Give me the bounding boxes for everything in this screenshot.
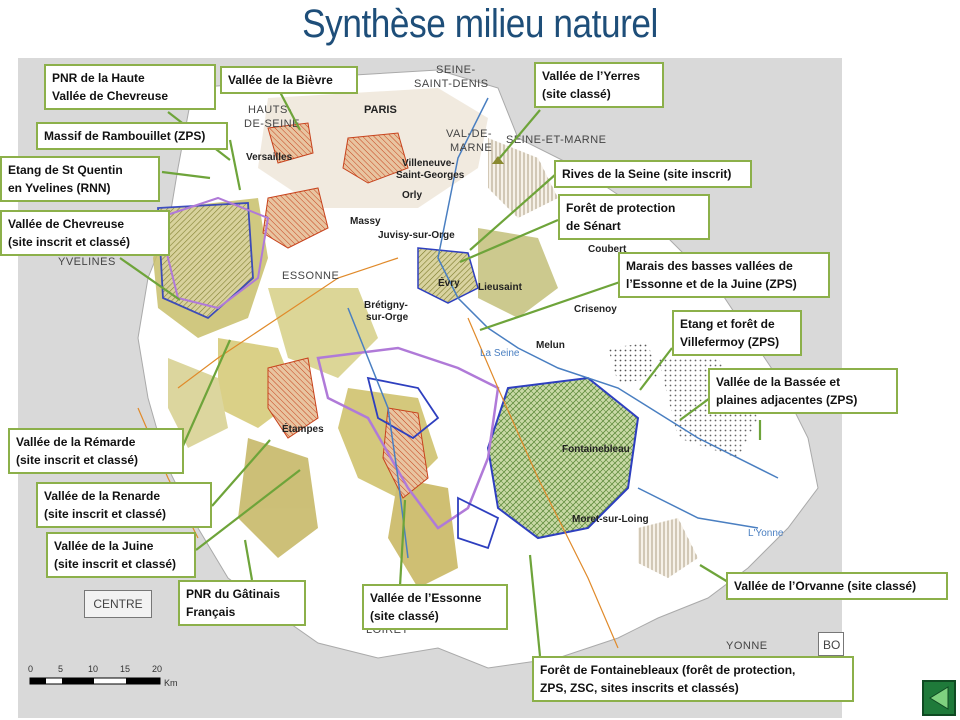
callout-line: Forêt de protection [566, 201, 676, 215]
callout-line: Vallée de Chevreuse [8, 217, 125, 231]
callout-line: PNR du Gâtinais [186, 587, 281, 601]
place-etampes: Étampes [282, 424, 324, 435]
callout-pnr-gatinais: PNR du Gâtinais Français [178, 580, 306, 626]
callout-vallee-chevreuse: Vallée de Chevreuse (site inscrit et cla… [0, 210, 170, 256]
callout-line: PNR de la Haute [52, 71, 145, 85]
place-evry: Évry [438, 278, 460, 289]
scale-tick: 5 [58, 664, 64, 674]
bo-label: BO [818, 632, 844, 656]
callout-etang-villefermoy: Etang et forêt de Villefermoy (ZPS) [672, 310, 802, 356]
callout-vallee-juine: Vallée de la Juine (site inscrit et clas… [46, 532, 196, 578]
place-fontainebleau: Fontainebleau [562, 444, 630, 455]
callout-vallee-renarde: Vallée de la Renarde (site inscrit et cl… [36, 482, 212, 528]
place-villeneuve-1: Villeneuve- [402, 158, 455, 169]
callout-vallee-yerres: Vallée de l’Yerres (site classé) [534, 62, 664, 108]
callout-line: Vallée de l’Orvanne (site classé) [734, 579, 917, 593]
dept-hauts-de-seine-2: DE-SEINE [244, 118, 300, 130]
place-la-seine: La Seine [480, 348, 520, 359]
callout-line: (site inscrit et classé) [44, 507, 167, 521]
callout-line: Etang et forêt de [680, 317, 775, 331]
protected-sites [262, 122, 429, 499]
dept-val-de-marne-1: VAL-DE- [446, 128, 493, 140]
place-paris: PARIS [364, 104, 397, 116]
callout-rives-seine: Rives de la Seine (site inscrit) [554, 160, 752, 188]
scale-tick: 0 [28, 664, 34, 674]
callout-line: Marais des basses vallées de [626, 259, 793, 273]
callout-line: Rives de la Seine (site inscrit) [562, 167, 732, 181]
centre-label: CENTRE [84, 590, 152, 618]
callout-line: (site inscrit et classé) [16, 453, 139, 467]
dept-yonne: YONNE [726, 640, 768, 652]
place-coubert: Coubert [588, 244, 627, 255]
callout-etang-st-quentin: Etang de St Quentin en Yvelines (RNN) [0, 156, 160, 202]
callout-vallee-remarde: Vallée de la Rémarde (site inscrit et cl… [8, 428, 184, 474]
callout-marais-essonne: Marais des basses vallées de l’Essonne e… [618, 252, 830, 298]
place-bretigny-2: sur-Orge [366, 312, 409, 323]
callout-line: (site classé) [542, 87, 611, 101]
callout-vallee-bievre: Vallée de la Bièvre [220, 66, 358, 94]
place-crisenoy: Crisenoy [574, 304, 617, 315]
dept-hauts-de-seine-1: HAUTS- [248, 104, 292, 116]
callout-vallee-orvanne: Vallée de l’Orvanne (site classé) [726, 572, 948, 600]
scale-bar: 0 5 10 15 20 Km [28, 664, 188, 698]
callout-line: Massif de Rambouillet (ZPS) [44, 129, 206, 143]
natura-essonne [366, 376, 440, 440]
callout-line: Vallée de la Renarde [44, 489, 161, 503]
natura-south [457, 496, 500, 550]
callout-foret-senart: Forêt de protection de Sénart [558, 194, 710, 240]
callout-line: Vallée de la Bièvre [228, 73, 333, 87]
callout-line: ZPS, ZSC, sites inscrits et classés) [540, 681, 739, 695]
callout-line: Vallée de Chevreuse [52, 89, 169, 103]
dept-yvelines: YVELINES [58, 256, 116, 268]
callout-line: (site inscrit et classé) [54, 557, 177, 571]
previous-slide-button[interactable] [922, 680, 956, 716]
callout-line: Français [186, 605, 236, 619]
callout-line: Vallée de la Rémarde [16, 435, 136, 449]
place-orly: Orly [402, 190, 423, 201]
callout-line: Vallée de la Juine [54, 539, 154, 553]
callout-line: Etang de St Quentin [8, 163, 123, 177]
scale-tick: 20 [152, 664, 163, 674]
place-bretigny-1: Brétigny- [364, 300, 408, 311]
pnr-gatinais-boundary [316, 346, 500, 530]
place-moret: Moret-sur-Loing [572, 514, 649, 525]
place-juvisy: Juvisy-sur-Orge [378, 230, 455, 241]
callout-line: l’Essonne et de la Juine (ZPS) [626, 277, 797, 291]
callout-line: Vallée de l’Essonne [370, 591, 482, 605]
dept-val-de-marne-2: MARNE [450, 142, 493, 154]
callout-line: (site inscrit et classé) [8, 235, 131, 249]
dept-seine-st-denis-2: SAINT-DENIS [414, 78, 489, 90]
fontainebleau-forest [486, 376, 640, 540]
scale-bar-graphic [29, 677, 161, 685]
callout-line: Forêt de Fontainebleaux (forêt de protec… [540, 663, 796, 677]
place-melun: Melun [536, 340, 565, 351]
callout-line: Villefermoy (ZPS) [680, 335, 780, 349]
callout-foret-fontainebleau: Forêt de Fontainebleaux (forêt de protec… [532, 656, 854, 702]
place-versailles: Versailles [246, 152, 293, 163]
page-title: Synthèse milieu naturel [302, 2, 658, 46]
callout-line: Vallée de l’Yerres [542, 69, 641, 83]
dept-essonne: ESSONNE [282, 270, 340, 282]
callout-line: plaines adjacentes (ZPS) [716, 393, 858, 407]
place-l-yonne: L'Yonne [748, 528, 784, 539]
scale-tick: 10 [88, 664, 99, 674]
place-massy: Massy [350, 216, 381, 227]
previous-arrow-icon [929, 686, 949, 710]
callout-massif-rambouillet: Massif de Rambouillet (ZPS) [36, 122, 228, 150]
callout-line: Vallée de la Bassée et [716, 375, 841, 389]
callout-line: en Yvelines (RNN) [8, 181, 111, 195]
place-villeneuve-2: Saint-Georges [396, 170, 465, 181]
callout-vallee-bassee: Vallée de la Bassée et plaines adjacente… [708, 368, 898, 414]
scale-unit: Km [164, 678, 178, 688]
callout-pnr-haute-vallee: PNR de la Haute Vallée de Chevreuse [44, 64, 216, 110]
callout-vallee-essonne: Vallée de l’Essonne (site classé) [362, 584, 508, 630]
orvanne-area [638, 518, 698, 578]
callout-line: de Sénart [566, 219, 621, 233]
scale-tick: 15 [120, 664, 131, 674]
dept-seine-st-denis-1: SEINE- [436, 64, 476, 76]
place-lieusaint: Lieusaint [478, 282, 522, 293]
dept-seine-et-marne: SEINE-ET-MARNE [506, 134, 607, 146]
callout-line: (site classé) [370, 609, 439, 623]
